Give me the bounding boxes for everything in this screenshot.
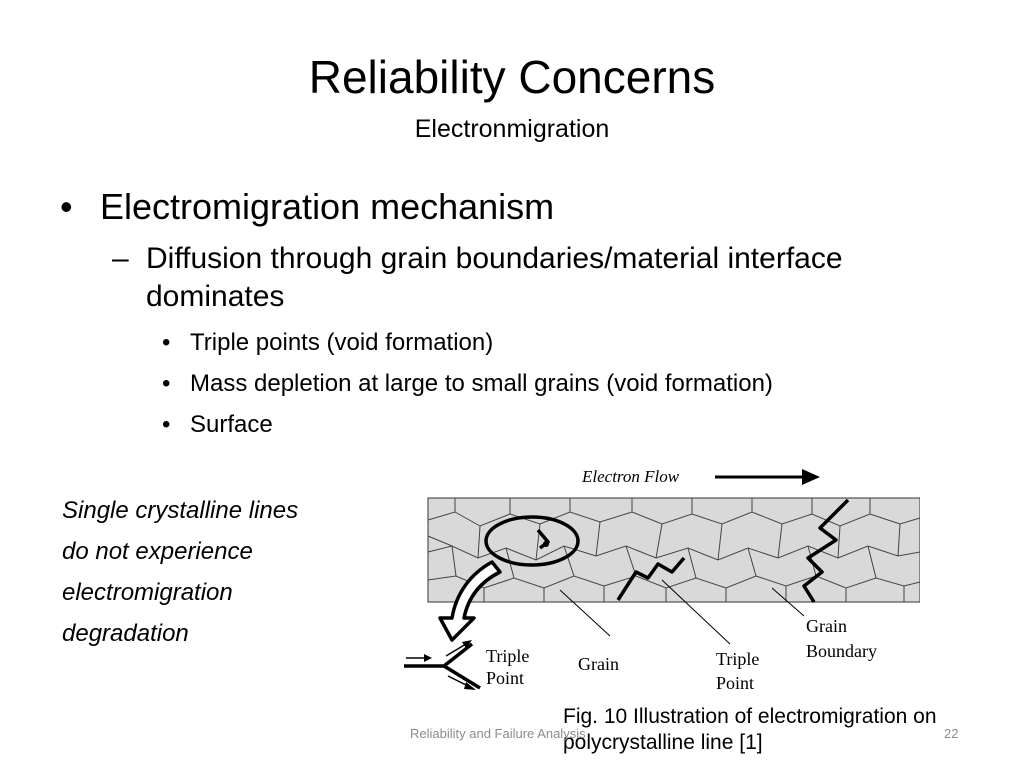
label-leader-lines (559, 579, 805, 645)
grain-boundary-label: Grain (806, 616, 847, 636)
bullet-level2: – Diffusion through grain boundaries/mat… (112, 240, 992, 316)
bullet-text: Electromigration mechanism (100, 186, 555, 227)
grain-label: Grain (578, 654, 619, 674)
triple-point-label-left: Point (486, 668, 524, 688)
bullet-level3-item: • Mass depletion at large to small grain… (162, 369, 773, 399)
bullet-mark: • (162, 411, 171, 438)
triple-point-label-mid: Point (716, 673, 754, 693)
bullet-level3-item: • Triple points (void formation) (162, 328, 493, 358)
triple-point-dot (543, 541, 549, 547)
bullet-text: Diffusion through grain boundaries/mater… (146, 242, 843, 313)
dash-mark: – (112, 242, 129, 275)
footer-course: Reliability and Failure Analysis (410, 726, 586, 741)
bullet-mark: • (162, 329, 171, 356)
bullet-text: Triple points (void formation) (190, 329, 494, 356)
electromigration-figure: Electron Flow (404, 467, 920, 693)
triple-point-detail (404, 640, 481, 690)
page-number: 22 (944, 726, 959, 741)
triple-point-circle (484, 515, 580, 567)
electron-flow-label: Electron Flow (581, 467, 680, 486)
bullet-level1: • Electromigration mechanism (60, 186, 554, 228)
slide-subtitle: Electronmigration (414, 115, 610, 143)
grain-boundary-label: Boundary (806, 641, 877, 661)
zoom-arrow (438, 560, 502, 642)
side-note-line: Single crystalline lines (62, 497, 299, 524)
side-note-line: do not experience (62, 538, 253, 565)
grain-boundaries (427, 498, 920, 602)
bullet-level3-item: • Surface (162, 410, 273, 440)
bullet-text: Mass depletion at large to small grains … (190, 370, 773, 397)
bullet-mark: • (162, 370, 171, 397)
side-note: Single crystalline lines do not experien… (62, 490, 362, 654)
side-note-line: degradation (62, 620, 189, 647)
side-note-line: electromigration (62, 579, 233, 606)
slide-title: Reliability Concerns (308, 51, 716, 103)
electron-flow-arrow (715, 469, 820, 485)
triple-point-label-mid: Triple (716, 649, 759, 669)
bullet-mark: • (60, 186, 73, 227)
triple-point-label-left: Triple (486, 646, 529, 666)
figure-caption: Fig. 10 Illustration of electromigration… (563, 705, 937, 754)
bullet-text: Surface (190, 411, 273, 438)
